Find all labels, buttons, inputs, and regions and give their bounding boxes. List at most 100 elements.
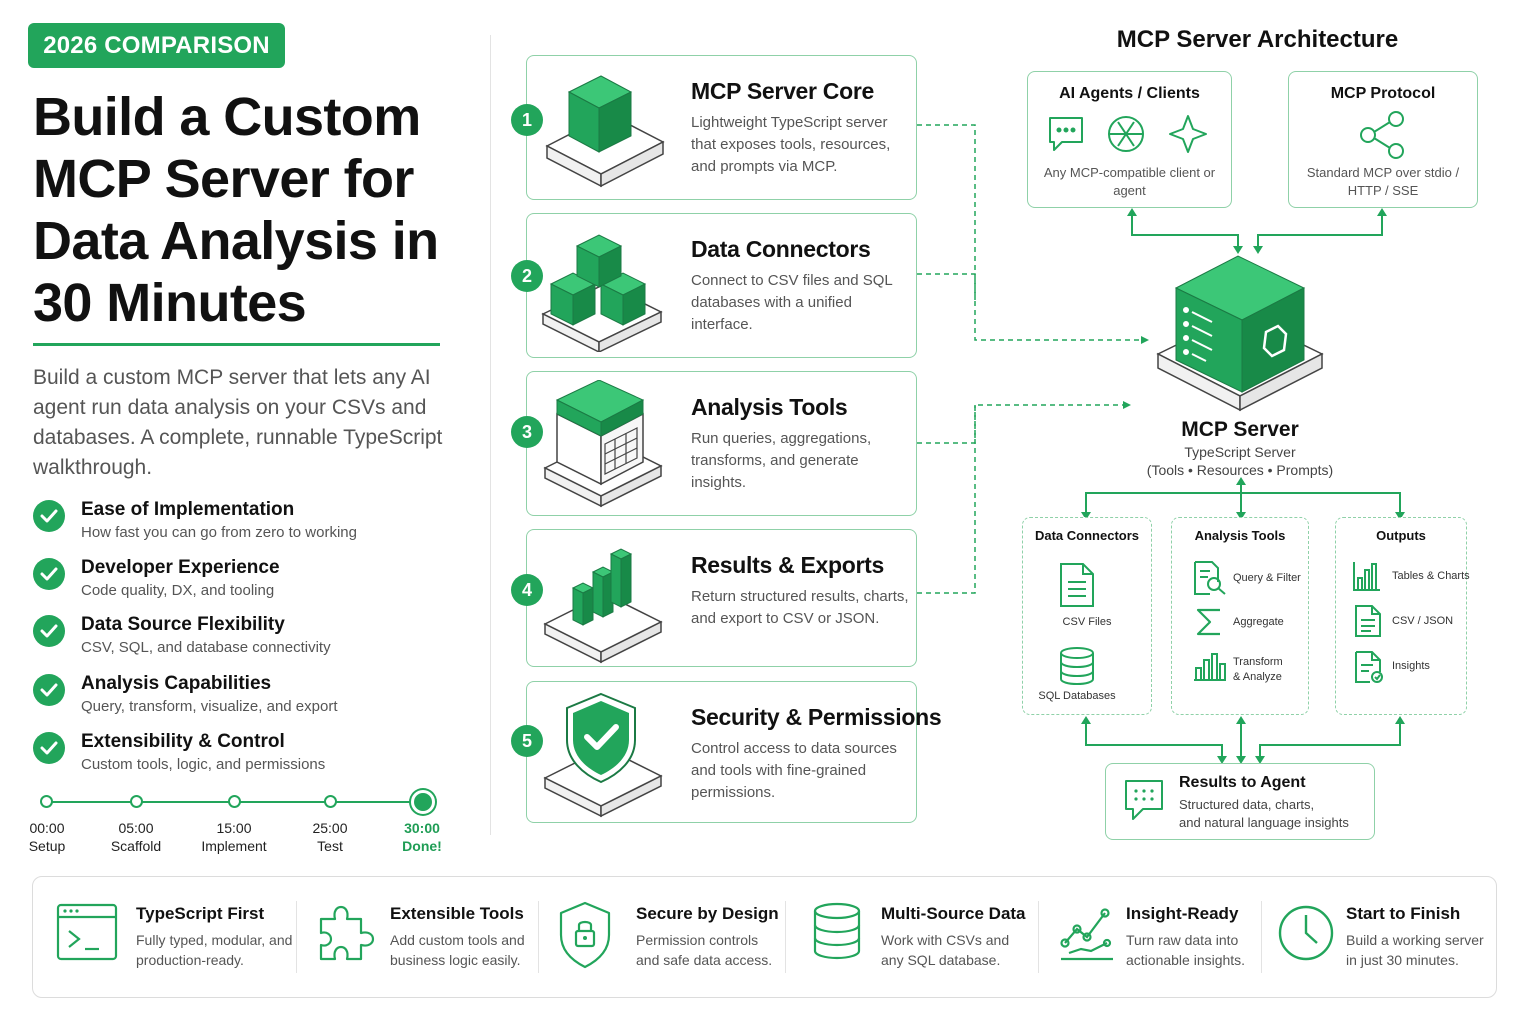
step-desc: Control access to data sources and tools…: [691, 740, 897, 801]
step-title: MCP Server Core: [691, 78, 874, 104]
feature-title: Multi-Source Data: [881, 904, 1026, 923]
column-divider: [490, 35, 491, 835]
feature-desc: Work with CSVs and any SQL database.: [881, 932, 1010, 968]
check-icon: [33, 558, 65, 590]
timeline-dot: [40, 795, 53, 808]
server-sub: (Tools • Resources • Prompts): [1146, 462, 1334, 478]
client-icons: [1049, 115, 1207, 153]
feature-item: Extensible Tools Add custom tools and bu…: [313, 877, 543, 997]
step-desc: Connect to CSV files and SQL databases w…: [691, 272, 893, 333]
check-icon: [33, 732, 65, 764]
check-icon: [33, 500, 65, 532]
intro-text: Build a custom MCP server that lets any …: [33, 366, 443, 479]
protocol-title: MCP Protocol: [1330, 85, 1436, 102]
feature-item: Insight-Ready Turn raw data into actiona…: [1055, 877, 1275, 997]
timeline-dot-final: [411, 790, 435, 814]
criterion-sub: Code quality, DX, and tooling: [81, 582, 275, 599]
step-card-results-exports: Results & Exports Return structured resu…: [526, 529, 917, 667]
json-file-icon: [1355, 605, 1381, 637]
step-number: 2: [511, 260, 543, 292]
feature-separator: [296, 901, 297, 973]
stacked-cubes-icon: [541, 234, 663, 352]
query-filter-label: Query & Filter: [1233, 572, 1301, 584]
criterion-item: Developer Experience Code quality, DX, a…: [33, 557, 463, 606]
clients-box: AI Agents / Clients Any MCP-compatible c…: [1027, 71, 1232, 208]
criterion-title: Data Source Flexibility: [81, 614, 285, 635]
search-document-icon: [1194, 561, 1226, 595]
calendar-grid-icon: [543, 380, 663, 508]
criterion-sub: How fast you can go from zero to working: [81, 524, 357, 541]
criterion-sub: Custom tools, logic, and permissions: [81, 756, 326, 773]
share-nodes-icon: [1360, 111, 1404, 159]
puzzle-icon: [319, 905, 375, 961]
analyze-label: & Analyze: [1233, 671, 1282, 683]
step-desc: Run queries, aggregations, transforms, a…: [691, 430, 872, 491]
server-sub: TypeScript Server: [1184, 444, 1296, 460]
feature-item: Multi-Source Data Work with CSVs and any…: [803, 877, 1043, 997]
outputs-title: Outputs: [1376, 528, 1426, 543]
feature-separator: [1261, 901, 1262, 973]
criterion-title: Extensibility & Control: [81, 731, 285, 752]
feature-separator: [1038, 901, 1039, 973]
step-title: Analysis Tools: [691, 394, 848, 420]
analysis-tools-box: Analysis Tools Query & Filter Aggregate …: [1171, 517, 1309, 715]
chat-bubble-icon: [1125, 780, 1163, 820]
database-icon: [813, 902, 861, 960]
step-title: Data Connectors: [691, 236, 871, 262]
database-icon: [1060, 647, 1094, 686]
criterion-title: Ease of Implementation: [81, 499, 295, 520]
csv-json-label: CSV / JSON: [1392, 615, 1454, 627]
criterion-item: Analysis Capabilities Query, transform, …: [33, 673, 463, 722]
server-title: MCP Server: [1181, 418, 1299, 441]
criterion-title: Analysis Capabilities: [81, 673, 272, 694]
clients-title: AI Agents / Clients: [1059, 85, 1200, 102]
feature-desc: Turn raw data into actionable insights.: [1126, 932, 1246, 968]
step-card-server-core: MCP Server Core Lightweight TypeScript s…: [526, 55, 917, 200]
results-box: Results to Agent Structured data, charts…: [1105, 763, 1375, 840]
feature-item: Start to Finish Build a working server i…: [1277, 877, 1487, 997]
aggregate-label: Aggregate: [1233, 616, 1284, 628]
chart-icon: [1353, 562, 1380, 591]
step-desc: Return structured results, charts, and e…: [691, 588, 909, 627]
bar-chart-icon: [1194, 653, 1226, 681]
step-card-analysis-tools: Analysis Tools Run queries, aggregations…: [526, 371, 917, 516]
results-sub: and natural language insights: [1179, 815, 1349, 830]
step-number: 1: [511, 104, 543, 136]
architecture-title: MCP Server Architecture: [1116, 26, 1399, 53]
clock-icon: [1278, 905, 1334, 961]
insights-label: Insights: [1392, 660, 1430, 672]
criterion-sub: Query, transform, visualize, and export: [81, 698, 338, 715]
feature-desc: Fully typed, modular, and production-rea…: [136, 932, 293, 968]
analysis-tools-title: Analysis Tools: [1194, 528, 1286, 543]
step-card-data-connectors: Data Connectors Connect to CSV files and…: [526, 213, 917, 358]
feature-title: Secure by Design: [636, 904, 779, 923]
connectors-title: Data Connectors: [1034, 528, 1140, 543]
comparison-badge: 2026 COMPARISON: [28, 23, 285, 68]
timeline-dot: [130, 795, 143, 808]
tables-charts-label: Tables & Charts: [1392, 570, 1470, 582]
step-number: 4: [511, 574, 543, 606]
features-bar: TypeScript First Fully typed, modular, a…: [32, 876, 1497, 998]
check-icon: [33, 674, 65, 706]
feature-desc: Build a working server in just 30 minute…: [1346, 932, 1484, 968]
results-sub: Structured data, charts,: [1179, 797, 1315, 812]
sigma-icon: [1196, 608, 1220, 636]
feature-separator: [538, 901, 539, 973]
shield-lock-icon: [559, 901, 611, 969]
criterion-title: Developer Experience: [81, 557, 280, 578]
criterion-item: Extensibility & Control Custom tools, lo…: [33, 731, 463, 780]
feature-title: TypeScript First: [136, 904, 265, 923]
timeline-dot: [228, 795, 241, 808]
feature-separator: [785, 901, 786, 973]
check-icon: [33, 615, 65, 647]
step-number: 3: [511, 416, 543, 448]
feature-title: Insight-Ready: [1126, 904, 1239, 923]
feature-item: Secure by Design Permission controls and…: [553, 877, 783, 997]
protocol-box: MCP Protocol Standard MCP over stdio / H…: [1288, 71, 1478, 208]
transform-label: Transform: [1233, 656, 1283, 668]
criterion-item: Data Source Flexibility CSV, SQL, and da…: [33, 614, 463, 663]
